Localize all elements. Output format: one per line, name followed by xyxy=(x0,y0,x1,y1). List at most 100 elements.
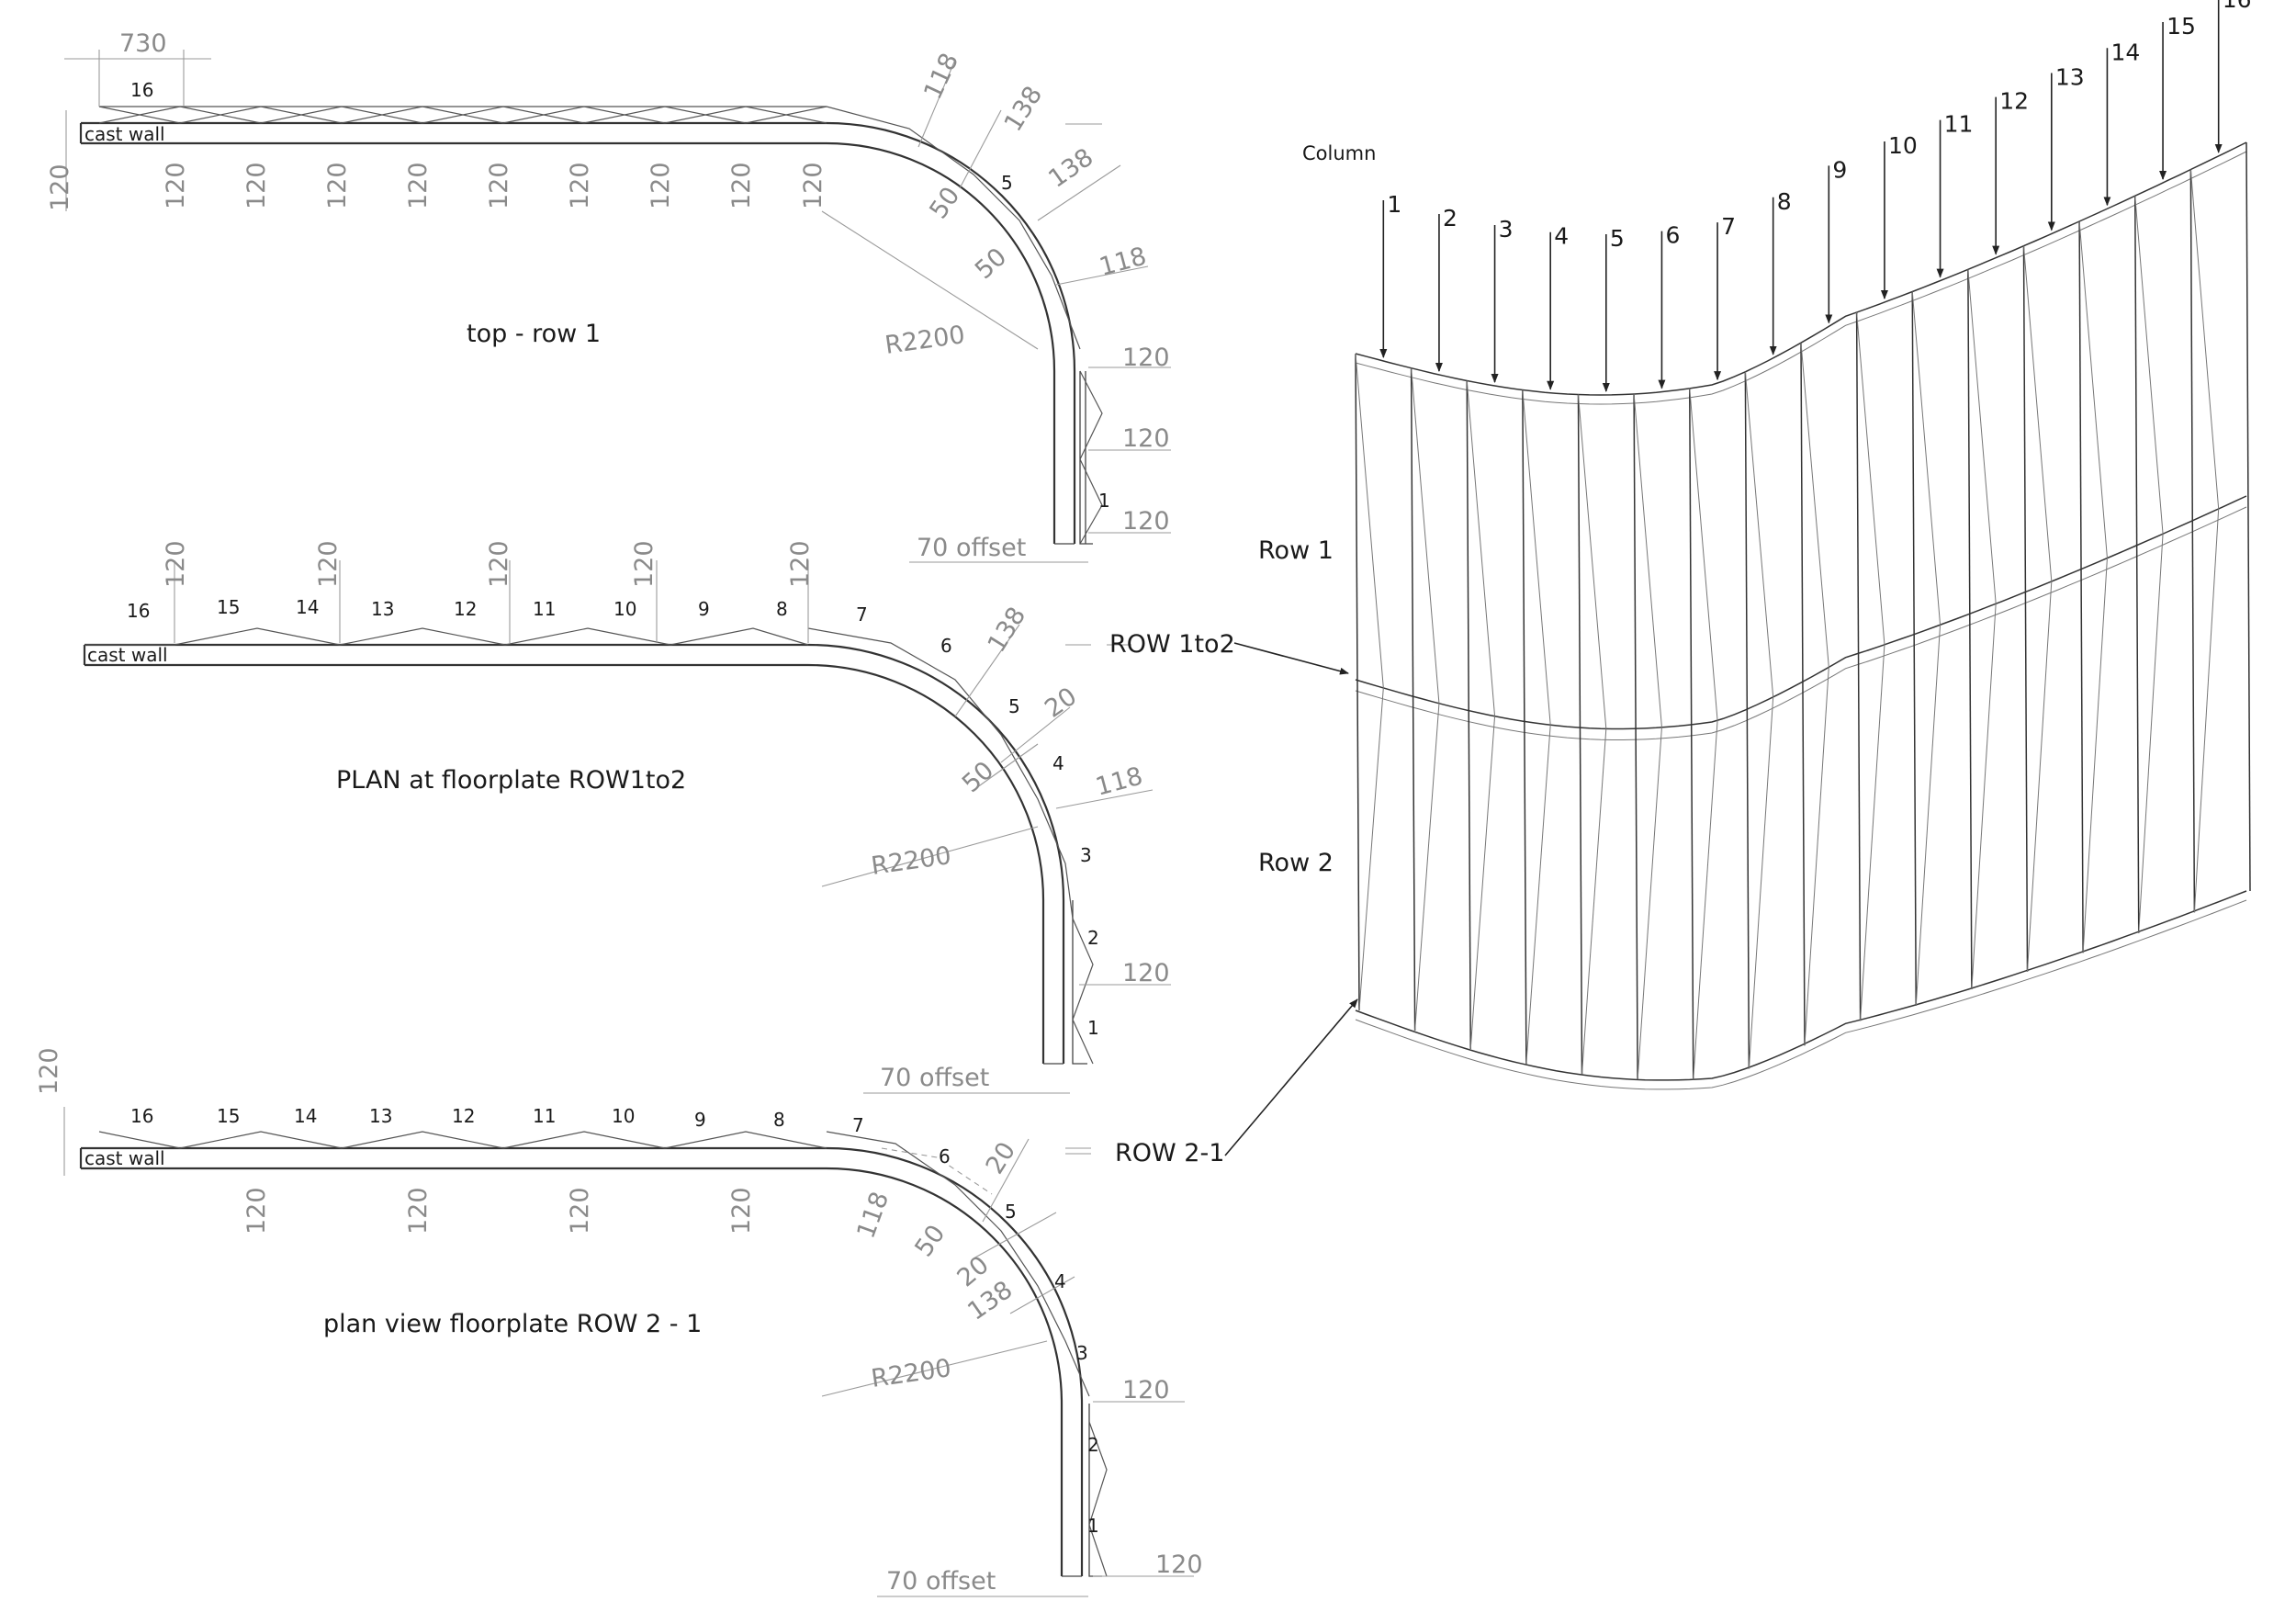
view-title: plan view floorplate ROW 2 - 1 xyxy=(323,1310,702,1338)
dim-left: 120 xyxy=(35,1047,63,1095)
panel-edge xyxy=(2078,221,2084,953)
panel-label: 14 xyxy=(296,596,319,618)
offset-label: 70 offset xyxy=(886,1567,996,1596)
dim-curve: 50 xyxy=(924,182,965,224)
dim-left: 120 xyxy=(46,164,74,211)
dim-below: 120 xyxy=(242,162,271,209)
dim-curve: 50 xyxy=(909,1220,951,1262)
radius-label: R2200 xyxy=(870,1354,953,1393)
callout-row2-1: ROW 2-1 xyxy=(1115,1139,1224,1167)
dim-below: 120 xyxy=(162,162,190,209)
panel-zigzag xyxy=(98,106,1103,545)
panel-labels: 16 15 14 13 12 11 10 9 8 7 6 5 4 3 2 1 xyxy=(130,1105,1099,1537)
panel-edge xyxy=(2022,245,2029,972)
panel-zigzag xyxy=(84,627,1094,1065)
panel-label: 6 xyxy=(939,1145,951,1167)
dim-curve: 50 xyxy=(970,242,1012,285)
panel-label: 1 xyxy=(1087,1515,1099,1537)
dims-below: 120 120 120 120 xyxy=(242,1187,756,1235)
dim-above: 120 xyxy=(314,540,343,588)
dim-right: 120 xyxy=(1122,507,1170,536)
panel-label: 13 xyxy=(369,1105,392,1127)
dim-curve: 138 xyxy=(999,82,1049,137)
panel-label: 16 xyxy=(127,600,150,622)
panel-edge xyxy=(1466,380,1471,1049)
dims-above: 120 120 120 120 120 xyxy=(162,540,815,588)
panel-label: 5 xyxy=(1008,695,1020,717)
row-label: Row 2 xyxy=(1258,849,1334,877)
dim-curve: 118 xyxy=(851,1188,895,1242)
column-number: 13 xyxy=(2055,64,2085,91)
dim-below: 120 xyxy=(647,162,675,209)
panel-label: 8 xyxy=(773,1109,785,1131)
panel-edge xyxy=(2134,196,2140,933)
offset-label: 70 offset xyxy=(917,534,1026,562)
panel-edge xyxy=(1689,388,1694,1080)
panel-label: 3 xyxy=(1080,844,1092,866)
panel-label: 3 xyxy=(1076,1342,1088,1364)
panel-label: 7 xyxy=(852,1114,864,1136)
dim-curve: 20 xyxy=(1040,682,1082,724)
view-plan-row2-1: 120 cast wall 16 15 14 13 12 11 10 9 8 7… xyxy=(35,1047,1203,1597)
dim-below: 120 xyxy=(566,1187,594,1235)
dim-below: 120 xyxy=(727,1187,756,1235)
panel-label: 4 xyxy=(1052,752,1064,774)
view-title: top - row 1 xyxy=(467,320,601,348)
panel-label: 16 xyxy=(130,1105,153,1127)
panel-label: 9 xyxy=(698,598,710,620)
column-number: 12 xyxy=(1999,88,2029,115)
panel-label: 5 xyxy=(1005,1201,1017,1223)
panel-label: 16 xyxy=(130,79,153,101)
panel-label: 1 xyxy=(1098,490,1110,512)
dim-curve: 50 xyxy=(957,756,999,798)
panel-edge xyxy=(2189,169,2196,913)
dim-right: 120 xyxy=(1122,959,1170,987)
dim-below: 120 xyxy=(566,162,594,209)
dim-curve: 118 xyxy=(1093,761,1146,801)
panel-edge xyxy=(1633,393,1638,1080)
panel-label: 15 xyxy=(217,1105,240,1127)
panel-label: 12 xyxy=(454,598,477,620)
dim-right: 120 xyxy=(1155,1551,1203,1579)
column-number: 3 xyxy=(1499,216,1514,242)
dim-below: 120 xyxy=(404,1187,433,1235)
dim-above: 120 xyxy=(162,540,190,588)
panel-edge xyxy=(1410,367,1416,1031)
column-heading: Column xyxy=(1302,142,1376,164)
column-markers: 12345678910111213141516 xyxy=(1379,0,2252,392)
dim-below: 120 xyxy=(485,162,513,209)
panel-edge xyxy=(1355,353,1360,1011)
dim-right: 120 xyxy=(1122,1376,1170,1404)
panel-edge xyxy=(2245,141,2251,892)
column-number: 1 xyxy=(1387,191,1401,218)
column-number: 11 xyxy=(1944,111,1974,138)
panel-edge xyxy=(1522,389,1527,1065)
column-number: 14 xyxy=(2110,39,2140,65)
panel-label: 14 xyxy=(294,1105,317,1127)
dimension-lines xyxy=(63,1107,1194,1597)
isometric-view: Column 12345678910111213141516 Row 1 Row… xyxy=(1065,0,2252,1167)
dim-curve: 138 xyxy=(983,603,1032,658)
panel-label: 11 xyxy=(533,1105,556,1127)
panel-label: 2 xyxy=(1087,927,1099,949)
dim-curve: 20 xyxy=(981,1137,1021,1179)
dim-below: 120 xyxy=(323,162,352,209)
panel-label: 13 xyxy=(371,598,394,620)
radius-label: R2200 xyxy=(870,841,953,881)
row-label: Row 1 xyxy=(1258,536,1334,565)
wall-label: cast wall xyxy=(84,1147,165,1169)
dim-730: 730 xyxy=(119,29,167,58)
dim-above: 120 xyxy=(485,540,513,588)
column-number: 9 xyxy=(1832,156,1847,183)
dim-right: 120 xyxy=(1122,344,1170,372)
panel-label: 10 xyxy=(613,598,636,620)
panel-label: 9 xyxy=(694,1109,706,1131)
column-number: 2 xyxy=(1443,205,1458,231)
dimension-lines xyxy=(174,560,1171,1094)
view-plan-row1to2: cast wall 16 15 14 13 12 11 10 9 8 7 6 5… xyxy=(83,540,1171,1094)
callouts: ROW 1to2 ROW 2-1 xyxy=(1065,630,1358,1167)
wall-label: cast wall xyxy=(87,644,168,666)
panel-edge xyxy=(1855,312,1862,1021)
dim-right: 120 xyxy=(1122,424,1170,453)
panel-edge xyxy=(1911,291,1917,1007)
